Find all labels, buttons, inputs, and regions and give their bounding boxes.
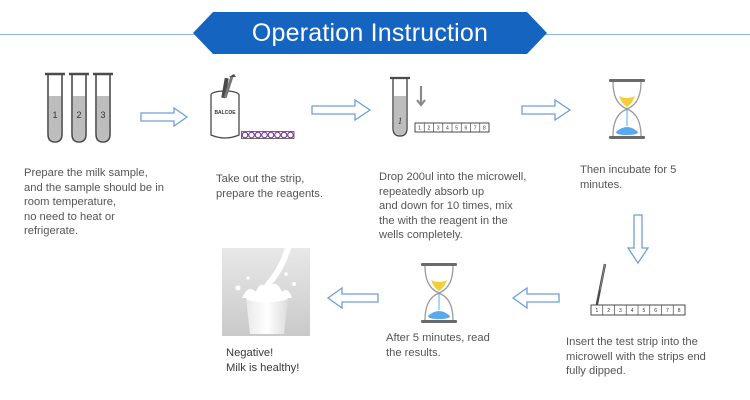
reagent-bottle-icon: BALCOE (210, 74, 295, 139)
well-label: 2 (428, 126, 431, 132)
well-label: 2 (607, 308, 610, 314)
arrow-down-icon (626, 214, 650, 265)
arrow-left-icon (326, 286, 379, 310)
well-label: 6 (654, 308, 657, 314)
hourglass-icon (609, 79, 645, 139)
step-6-text: After 5 minutes, read the results. (386, 332, 490, 359)
hourglass-icon (421, 263, 457, 323)
page-title: Operation Instruction (251, 19, 489, 47)
step-4-text: Then incubate for 5 minutes. (580, 164, 677, 191)
arrow-right-icon (521, 98, 572, 122)
reagent-bottle-label: BALCOE (214, 110, 236, 116)
header-banner (193, 12, 547, 54)
well-label: 7 (666, 308, 669, 314)
arrow-right-icon (311, 98, 372, 122)
sample-tubes-icon: 1 2 3 (45, 72, 113, 143)
arrow-right-icon (140, 106, 189, 128)
well-label: 7 (474, 126, 477, 132)
well-label: 8 (483, 126, 486, 132)
tube-label: 3 (100, 110, 105, 120)
well-label: 1 (418, 126, 421, 132)
pipette-tube-icon: 1 1 2 3 4 5 6 7 8 (390, 76, 490, 137)
arrow-left-icon (511, 286, 560, 310)
step-7-result-text: Negative! Milk is healthy! (226, 347, 300, 374)
well-label: 4 (446, 126, 449, 132)
tube-label: 2 (76, 110, 81, 120)
step-2-text: Take out the strip, prepare the reagents… (216, 173, 323, 200)
well-label: 6 (465, 126, 468, 132)
tube-label: 1 (52, 110, 57, 120)
well-label: 3 (437, 126, 440, 132)
pipette-tube-label: 1 (398, 116, 403, 126)
step-1-text: Prepare the milk sample, and the sample … (24, 167, 164, 238)
step-5-text: Insert the test strip into the microwell… (566, 336, 706, 378)
test-strip-icon: 1 2 3 4 5 6 7 8 (590, 263, 686, 316)
well-label: 5 (455, 126, 458, 132)
step-3-text: Drop 200ul into the microwell, repeatedl… (379, 171, 527, 242)
well-label: 1 (596, 308, 599, 314)
milk-splash-photo (222, 245, 310, 336)
well-label: 3 (619, 308, 622, 314)
well-label: 5 (643, 308, 646, 314)
well-label: 4 (631, 308, 634, 314)
well-label: 8 (678, 308, 681, 314)
